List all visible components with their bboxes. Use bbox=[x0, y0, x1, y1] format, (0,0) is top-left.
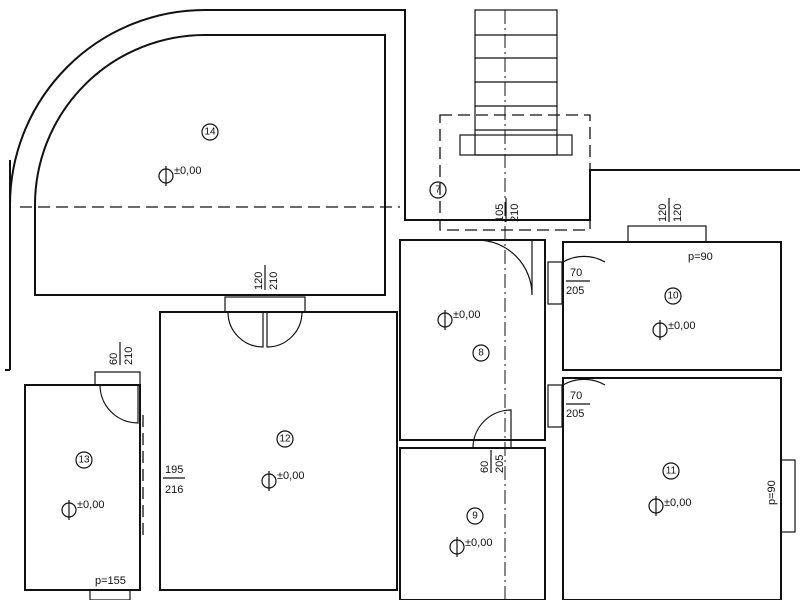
staircase bbox=[439, 9, 591, 600]
door-14-12-dims: 120 210 bbox=[253, 265, 280, 290]
window-10-dims: 120 120 p=90 bbox=[657, 198, 713, 263]
svg-text:p=90: p=90 bbox=[766, 480, 778, 505]
svg-text:205: 205 bbox=[494, 455, 506, 473]
svg-text:105: 105 bbox=[494, 204, 506, 222]
room-14-label: 14 ±0,00 bbox=[158, 123, 219, 186]
svg-text:±0,00: ±0,00 bbox=[465, 537, 492, 549]
door-stair-dims: 105 210 bbox=[494, 198, 521, 222]
room-7-label: 7 bbox=[429, 181, 447, 199]
svg-text:210: 210 bbox=[509, 204, 521, 222]
door-11-dims: 70 205 bbox=[566, 390, 590, 420]
room-10-walls bbox=[547, 225, 782, 371]
svg-text:120: 120 bbox=[657, 204, 669, 222]
room-12-label: 12 ±0,00 bbox=[261, 430, 304, 491]
room-11-label: 11 ±0,00 bbox=[648, 462, 691, 516]
passage-12-dims: 195 216 bbox=[163, 464, 185, 496]
room-12-walls bbox=[142, 296, 398, 591]
svg-text:10: 10 bbox=[667, 291, 679, 302]
svg-text:11: 11 bbox=[666, 466, 677, 477]
svg-text:±0,00: ±0,00 bbox=[664, 497, 691, 509]
svg-text:±0,00: ±0,00 bbox=[453, 309, 480, 321]
svg-text:p=90: p=90 bbox=[688, 251, 713, 263]
svg-text:±0,00: ±0,00 bbox=[277, 470, 304, 482]
room-11-walls bbox=[547, 377, 796, 600]
room-14-walls bbox=[20, 34, 400, 296]
svg-text:8: 8 bbox=[478, 348, 484, 359]
svg-text:120: 120 bbox=[253, 272, 265, 290]
svg-text:±0,00: ±0,00 bbox=[668, 320, 695, 332]
svg-text:9: 9 bbox=[472, 511, 478, 522]
door-9-dims: 60 205 bbox=[479, 450, 506, 473]
svg-text:60: 60 bbox=[108, 353, 120, 365]
svg-text:±0,00: ±0,00 bbox=[77, 499, 104, 511]
window-13-dims: p=155 bbox=[95, 575, 126, 587]
svg-text:205: 205 bbox=[566, 408, 584, 420]
svg-text:195: 195 bbox=[165, 464, 183, 476]
svg-text:14: 14 bbox=[204, 127, 216, 138]
door-13-dims: 60 210 bbox=[108, 342, 135, 365]
svg-text:70: 70 bbox=[570, 390, 582, 402]
svg-text:12: 12 bbox=[279, 434, 291, 445]
room-8-label: 8 ±0,00 bbox=[437, 309, 490, 362]
dimension-labels: 120 210 60 210 105 210 120 120 p=90 70 2… bbox=[95, 198, 778, 587]
door-10-dims: 70 205 bbox=[566, 267, 590, 297]
svg-text:70: 70 bbox=[570, 267, 582, 279]
svg-text:60: 60 bbox=[479, 461, 491, 473]
room-13-label: 13 ±0,00 bbox=[61, 451, 104, 520]
svg-text:7: 7 bbox=[435, 185, 441, 196]
outer-walls bbox=[5, 9, 800, 371]
room-13-walls bbox=[24, 371, 141, 600]
svg-text:13: 13 bbox=[78, 455, 90, 466]
room-8-walls bbox=[399, 239, 546, 441]
svg-text:±0,00: ±0,00 bbox=[174, 165, 201, 177]
svg-text:p=155: p=155 bbox=[95, 575, 126, 587]
room-9-label: 9 ±0,00 bbox=[449, 507, 492, 557]
svg-text:120: 120 bbox=[672, 204, 684, 222]
room-labels: 14 ±0,00 7 8 ±0,00 9 ±0,00 10 bbox=[61, 123, 695, 557]
window-11-dims: p=90 bbox=[766, 480, 778, 505]
svg-text:210: 210 bbox=[123, 347, 135, 365]
svg-text:216: 216 bbox=[165, 484, 183, 496]
room-9-walls bbox=[399, 409, 546, 600]
room-10-label: 10 ±0,00 bbox=[652, 287, 695, 340]
svg-text:205: 205 bbox=[566, 285, 584, 297]
svg-text:210: 210 bbox=[268, 272, 280, 290]
